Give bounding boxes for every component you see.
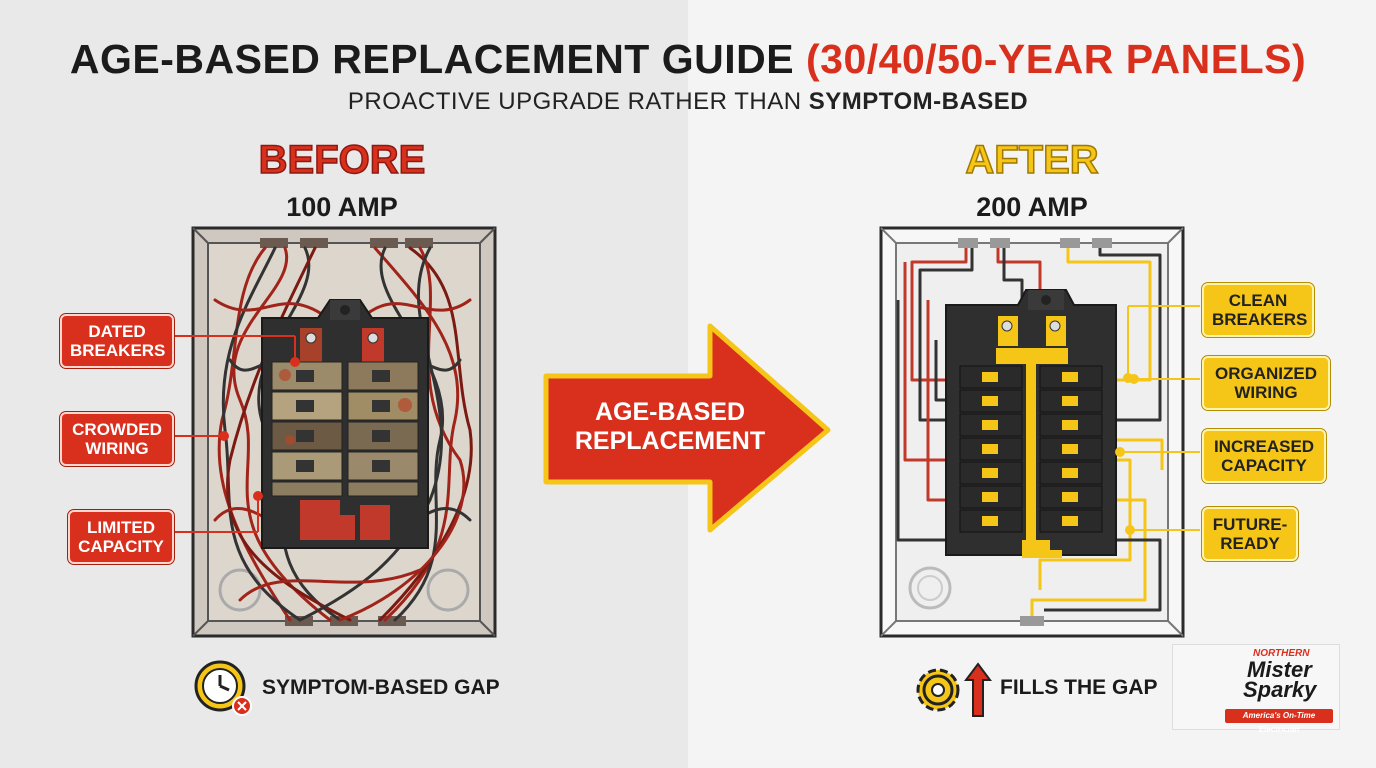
mister-sparky-logo: NORTHERN Mister Sparky America's On-Time… [1172, 644, 1340, 734]
symptom-based-gap-text: SYMPTOM-BASED GAP [262, 676, 500, 699]
tag-text: ORGANIZED WIRING [1215, 364, 1317, 402]
clean-breakers-tag: CLEAN BREAKERS [1202, 283, 1314, 337]
fills-the-gap-text: FILLS THE GAP [1000, 676, 1158, 699]
crowded-wiring-tag: CROWDED WIRING [60, 412, 174, 466]
tag-text: LIMITED CAPACITY [78, 518, 164, 556]
logo-mister: Mister [1247, 657, 1312, 682]
page-title: AGE-BASED REPLACEMENT GUIDE (30/40/50-YE… [0, 36, 1376, 83]
arrow-text: AGE-BASED REPLACEMENT [574, 398, 766, 455]
after-amp-label: 200 AMP [976, 192, 1088, 222]
increased-capacity-tag: INCREASED CAPACITY [1202, 429, 1326, 483]
gear-icon [916, 668, 960, 712]
subtitle-lead: PROACTIVE UPGRADE RATHER THAN [347, 88, 802, 115]
before-label: BEFORE [258, 137, 426, 183]
page-subtitle: PROACTIVE UPGRADE RATHER THAN SYMPTOM-BA… [0, 88, 1376, 116]
title-main: AGE-BASED REPLACEMENT GUIDE [69, 36, 795, 82]
logo-tagline: America's On-Time Electrician [1225, 709, 1333, 734]
after-panel [879, 226, 1200, 638]
clock-with-x-icon [194, 660, 252, 716]
tag-text: DATED BREAKERS [70, 322, 166, 360]
dated-breakers-tag: DATED BREAKERS [60, 314, 174, 368]
right-arrow-icon [543, 323, 831, 533]
up-arrow-icon [964, 662, 992, 717]
future-ready-tag: FUTURE- READY [1202, 507, 1298, 561]
subtitle-bold: SYMPTOM-BASED [808, 88, 1029, 115]
tag-text: FUTURE- READY [1212, 515, 1288, 553]
before-panel [170, 226, 497, 638]
limited-capacity-tag: LIMITED CAPACITY [68, 510, 174, 564]
organized-wiring-tag: ORGANIZED WIRING [1202, 356, 1330, 410]
before-amp-label: 100 AMP [286, 192, 398, 222]
logo-sparky: Sparky [1243, 677, 1317, 702]
title-accent: (30/40/50-YEAR PANELS) [806, 36, 1307, 82]
tag-text: INCREASED CAPACITY [1213, 437, 1315, 475]
tag-text: CROWDED WIRING [72, 420, 162, 458]
tag-text: CLEAN BREAKERS [1212, 291, 1308, 329]
logo-northern: NORTHERN [1253, 648, 1310, 659]
after-label: AFTER [965, 137, 1100, 183]
